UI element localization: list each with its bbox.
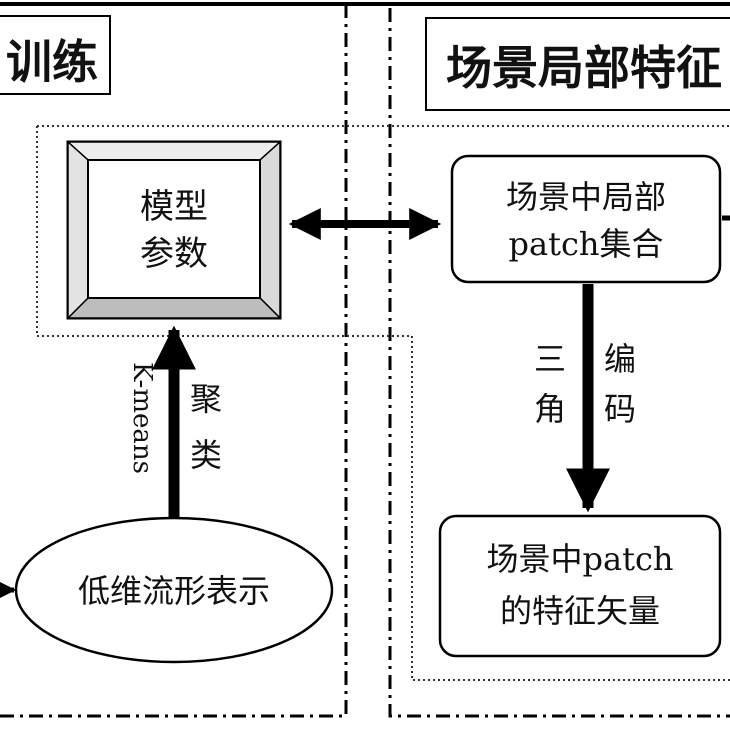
right-panel-frame xyxy=(388,8,730,718)
feature-vector-line2: 的特征矢量 xyxy=(500,592,660,630)
feature-vector-node: 场景中patch 的特征矢量 xyxy=(438,514,722,658)
feature-vector-line1: 场景中patch xyxy=(487,540,674,578)
right-panel-title: 场景局部特征 xyxy=(446,41,722,95)
triangle-label-1: 三 xyxy=(534,340,566,378)
encode-label-1: 编 xyxy=(604,340,636,378)
encode-label-2: 码 xyxy=(604,390,636,428)
cluster-label-1: 聚 xyxy=(190,380,222,418)
model-params-line1: 模型 xyxy=(140,187,208,227)
low-dim-node: 低维流形表示 xyxy=(14,516,334,664)
triangle-label-2: 角 xyxy=(534,390,566,428)
right-title-box xyxy=(425,17,730,111)
left-panel-frame xyxy=(0,4,348,718)
dotted-region xyxy=(36,125,730,681)
local-patches-line2: patch集合 xyxy=(509,225,664,263)
left-title-box xyxy=(0,15,111,95)
low-dim-label: 低维流形表示 xyxy=(78,572,270,610)
local-patches-node: 场景中局部 patch集合 xyxy=(450,154,722,284)
model-params-line2: 参数 xyxy=(140,234,208,274)
local-patches-line1: 场景中局部 xyxy=(506,178,666,216)
model-params-node: 模型 参数 xyxy=(66,140,282,320)
left-panel-title: 训练 xyxy=(6,35,98,89)
kmeans-label: K-means xyxy=(127,362,157,474)
cluster-label-2: 类 xyxy=(190,436,222,474)
